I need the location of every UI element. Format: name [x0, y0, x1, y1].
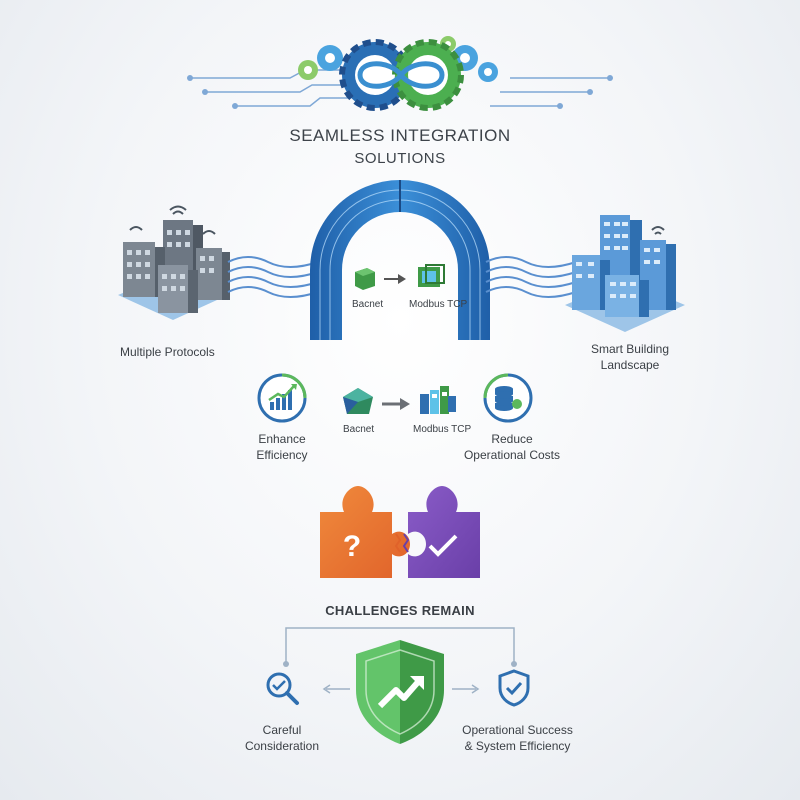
- smart-building-label: Smart Building Landscape: [565, 341, 695, 373]
- magnifier-check-icon: [266, 672, 299, 705]
- reduce-costs-label: Reduce Operational Costs: [452, 431, 572, 463]
- signal-lines-left: [227, 256, 319, 298]
- arrow-left-icon: [322, 684, 350, 694]
- modbus-modules-icon: [420, 386, 456, 414]
- careful-label-line2: Consideration: [244, 739, 320, 753]
- gears-infinity-icon: [187, 36, 613, 111]
- question-puzzle-icon: [320, 486, 410, 578]
- arch-to-label: Modbus TCP: [409, 299, 468, 310]
- integration-arch: [310, 180, 490, 340]
- multiple-protocols-label: Multiple Protocols: [120, 345, 215, 359]
- success-label-line1: Operational Success: [462, 723, 573, 737]
- careful-consideration-label: Careful Consideration: [222, 722, 342, 754]
- page-subtitle: SOLUTIONS: [354, 150, 446, 167]
- benefits-from-label: Bacnet: [343, 424, 375, 435]
- careful-label-line1: Careful: [262, 723, 302, 737]
- enhance-label-line1: Enhance: [258, 432, 306, 446]
- signal-lines-right: [485, 256, 577, 298]
- arrow-right-icon-3: [452, 684, 480, 694]
- reduce-label-line2: Operational Costs: [463, 448, 561, 462]
- office-buildings-icon: [118, 205, 230, 320]
- enhance-efficiency-label: Enhance Efficiency: [232, 431, 332, 463]
- benefits-to-label: Modbus TCP: [413, 424, 472, 435]
- reduce-label-line1: Reduce: [491, 432, 533, 446]
- bacnet-cube-icon: [355, 268, 375, 290]
- page-title: SEAMLESS INTEGRATION: [289, 126, 511, 145]
- shield-check-icon: [498, 669, 530, 707]
- check-puzzle-icon: [408, 486, 480, 578]
- enhance-label-line2: Efficiency: [256, 448, 308, 462]
- arrow-right-icon: [384, 274, 406, 284]
- operational-success-label: Operational Success & System Efficiency: [450, 722, 585, 754]
- arrow-right-icon-2: [382, 398, 410, 410]
- shield-arrow-icon: [356, 640, 444, 744]
- smart-buildings-icon: [565, 215, 685, 332]
- smart-building-label-line2: Landscape: [600, 358, 660, 372]
- smart-building-label-line1: Smart Building: [590, 342, 670, 356]
- bacnet-gem-icon: [343, 388, 373, 414]
- arch-from-label: Bacnet: [352, 299, 384, 310]
- success-label-line2: & System Efficiency: [464, 739, 571, 753]
- growth-chart-icon: [257, 373, 307, 423]
- challenges-title: CHALLENGES REMAIN: [325, 603, 475, 618]
- puzzle-pieces: ?: [320, 486, 480, 578]
- modbus-device-icon: [418, 264, 445, 287]
- database-coins-icon: [483, 373, 533, 423]
- connector-bracket: [283, 627, 517, 667]
- svg-text:?: ?: [343, 530, 361, 563]
